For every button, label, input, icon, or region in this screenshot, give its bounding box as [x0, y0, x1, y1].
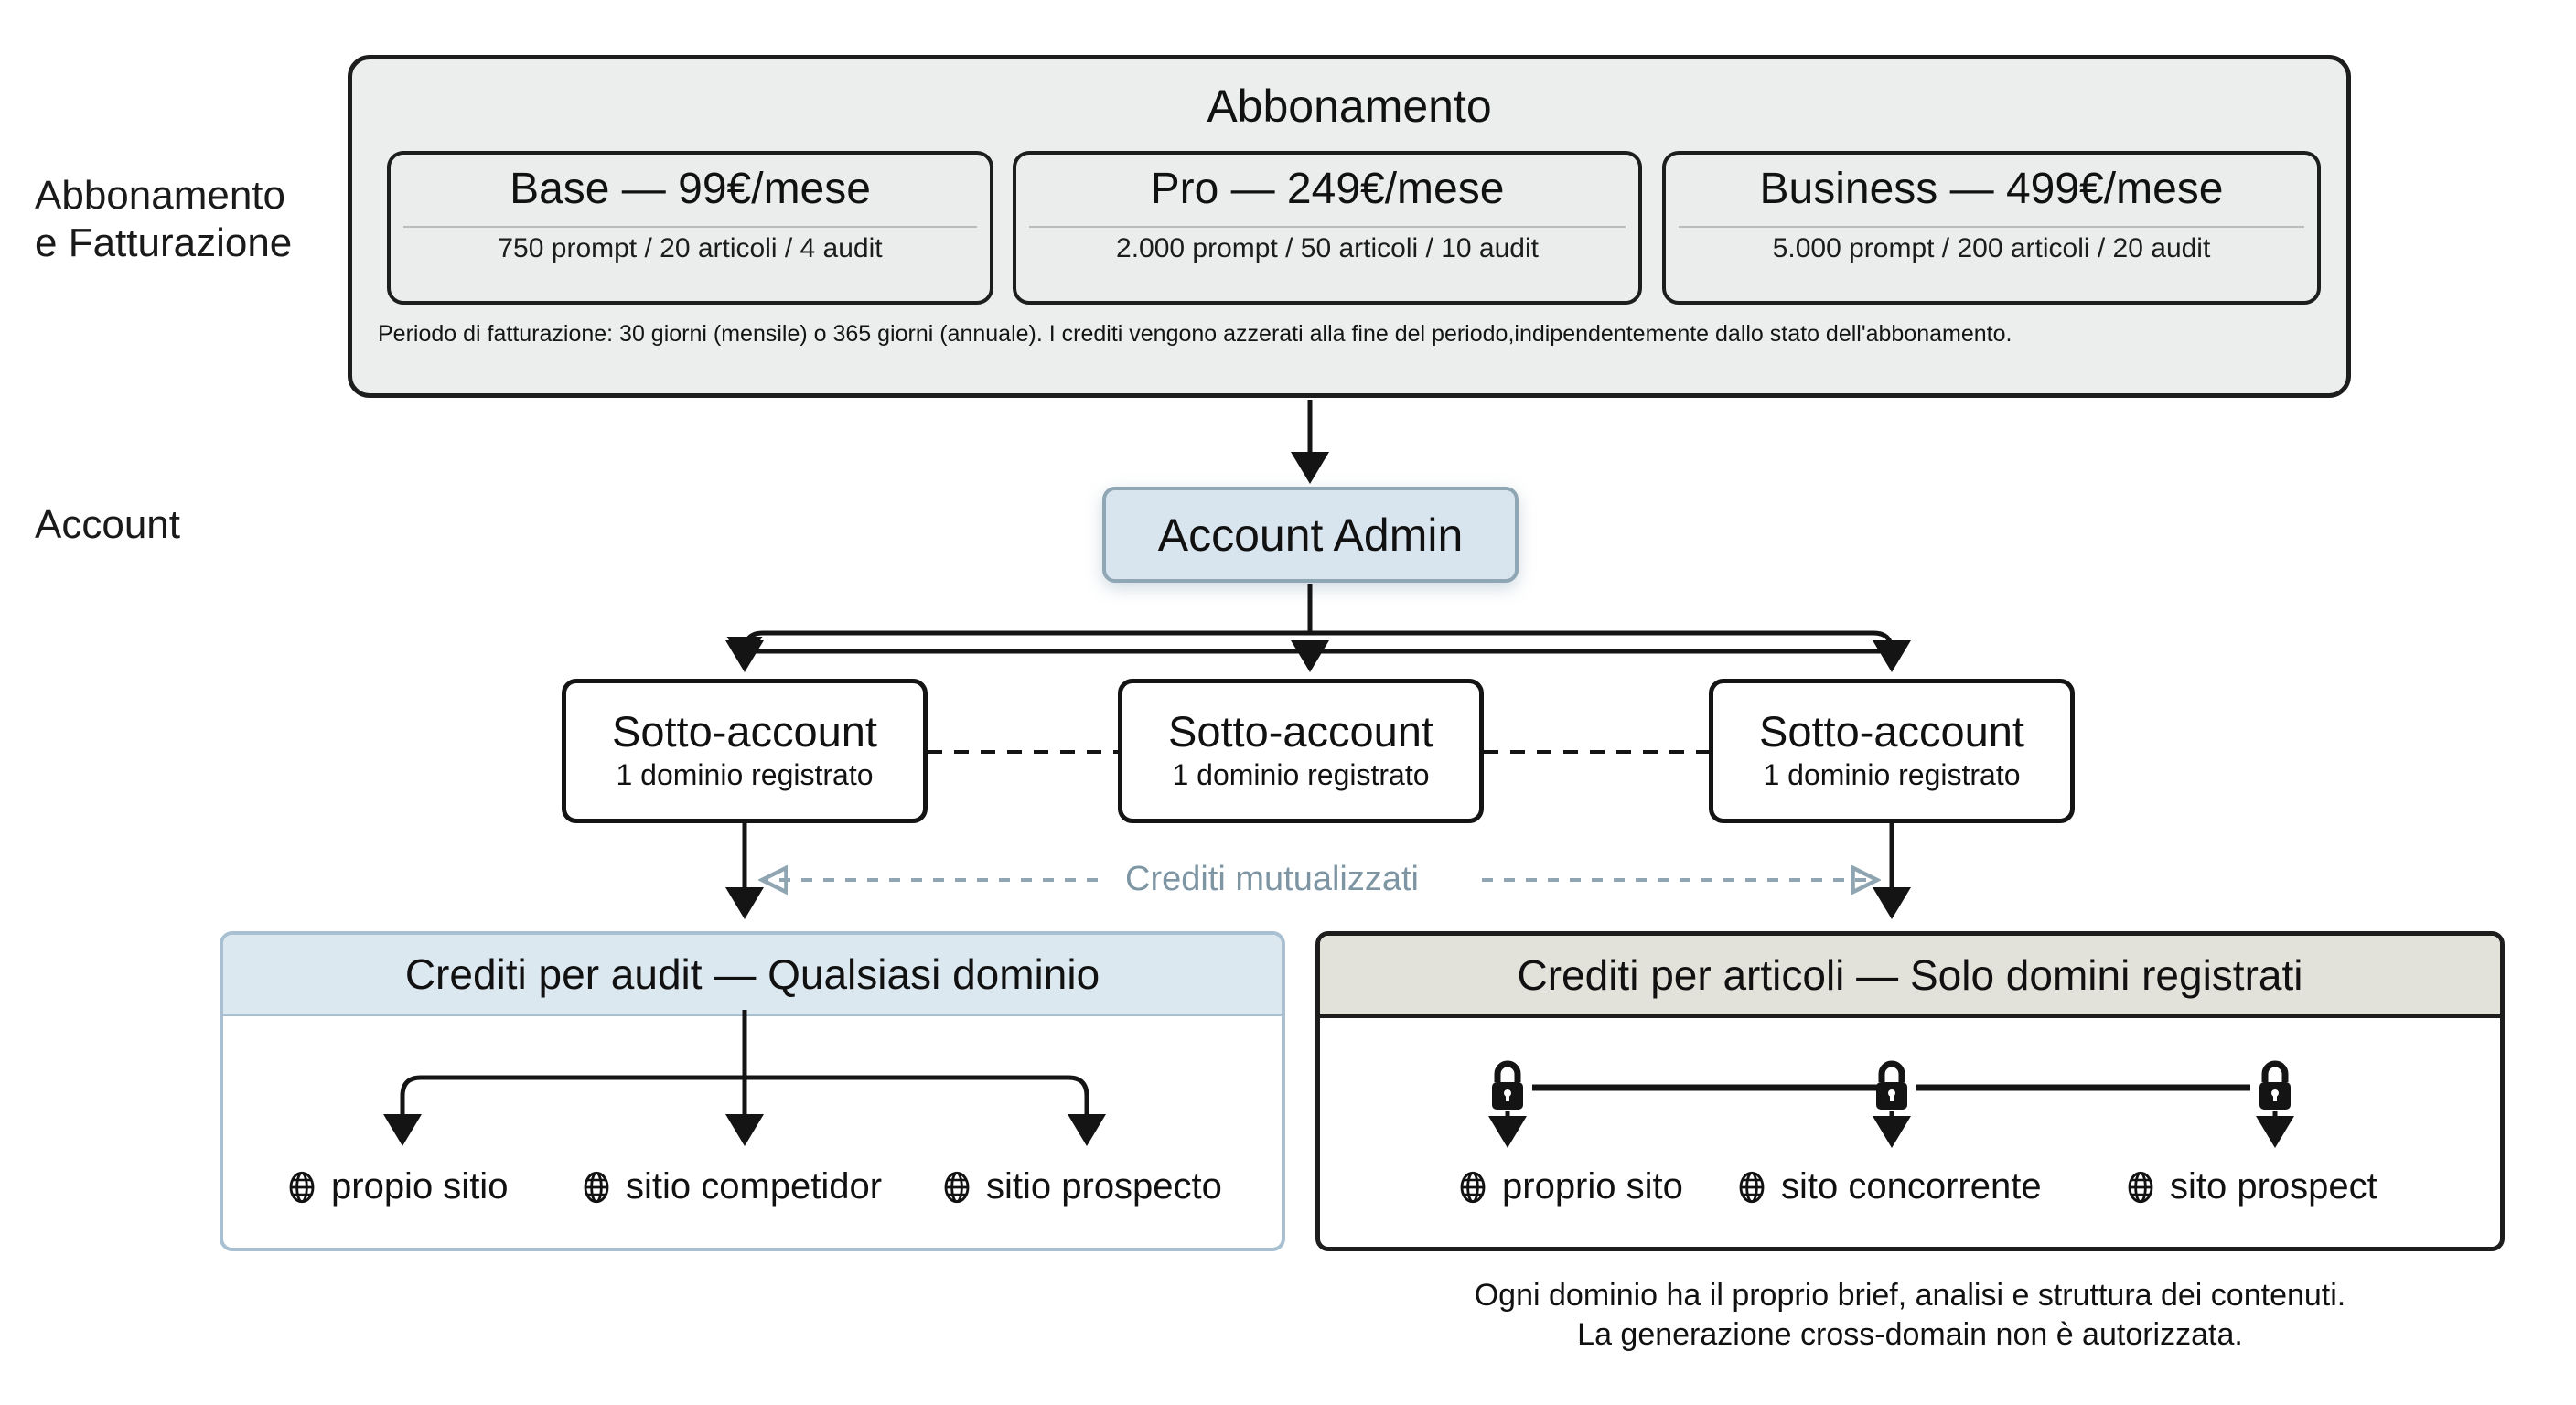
plan-divider: [403, 226, 977, 228]
globe-icon: [1739, 1171, 1765, 1203]
subaccount-title: Sotto-account: [1758, 707, 2024, 756]
plan-card-business[interactable]: Business — 499€/mese 5.000 prompt / 200 …: [1662, 151, 2321, 305]
article-site-label: sito concorrente: [1781, 1166, 2042, 1207]
globe-icon: [584, 1171, 609, 1203]
audit-site-label: sitio prospecto: [986, 1166, 1222, 1207]
subaccount-node-3[interactable]: Sotto-account 1 dominio registrato: [1709, 679, 2075, 823]
article-site-1[interactable]: proprio sito: [1454, 1166, 1683, 1207]
plan-card-pro[interactable]: Pro — 249€/mese 2.000 prompt / 50 artico…: [1013, 151, 1642, 305]
plan-detail: 5.000 prompt / 200 articoli / 20 audit: [1772, 233, 2211, 263]
plan-name: Business — 499€/mese: [1759, 165, 2224, 213]
account-admin-node[interactable]: Account Admin: [1102, 487, 1519, 583]
globe-icon: [1460, 1171, 1486, 1203]
subaccount-node-2[interactable]: Sotto-account 1 dominio registrato: [1118, 679, 1484, 823]
subaccount-title: Sotto-account: [611, 707, 877, 756]
articles-panel-header: Crediti per articoli — Solo domini regis…: [1320, 936, 2500, 1018]
article-site-label: proprio sito: [1502, 1166, 1683, 1207]
subaccount-subtitle: 1 dominio registrato: [1172, 758, 1430, 792]
plan-detail: 750 prompt / 20 articoli / 4 audit: [498, 233, 883, 263]
rail-label-account: Account: [35, 502, 180, 547]
subscription-card: Abbonamento Base — 99€/mese 750 prompt /…: [348, 55, 2351, 398]
wire-admin-to-subaccounts: [725, 584, 1911, 672]
audit-site-3[interactable]: sitio prospecto: [939, 1166, 1222, 1207]
subaccount-subtitle: 1 dominio registrato: [616, 758, 874, 792]
cross-domain-note: Ogni dominio ha il proprio brief, analis…: [1474, 1278, 2346, 1352]
plan-name: Base — 99€/mese: [510, 165, 871, 213]
article-site-2[interactable]: sito concorrente: [1733, 1166, 2042, 1207]
globe-icon: [2128, 1171, 2153, 1203]
billing-footnote: Periodo di fatturazione: 30 giorni (mens…: [378, 321, 2012, 347]
plan-card-base[interactable]: Base — 99€/mese 750 prompt / 20 articoli…: [387, 151, 993, 305]
audit-site-label: propio sitio: [331, 1166, 509, 1207]
plan-divider: [1029, 226, 1626, 228]
plan-name: Pro — 249€/mese: [1150, 165, 1505, 213]
rail-label-subscription: Abbonamento e Fatturazione: [35, 173, 293, 265]
audit-site-1[interactable]: propio sitio: [284, 1166, 508, 1207]
globe-icon: [289, 1171, 315, 1203]
article-site-3[interactable]: sito prospect: [2122, 1166, 2377, 1207]
audit-site-label: sitio competidor: [626, 1166, 883, 1207]
account-admin-label: Account Admin: [1157, 509, 1464, 561]
subaccount-subtitle: 1 dominio registrato: [1763, 758, 2021, 792]
subaccount-node-1[interactable]: Sotto-account 1 dominio registrato: [562, 679, 928, 823]
globe-icon: [944, 1171, 970, 1203]
article-site-label: sito prospect: [2170, 1166, 2377, 1207]
mutualized-credits-label: Crediti mutualizzati: [1125, 860, 1419, 898]
audit-credits-panel: Crediti per audit — Qualsiasi dominio: [220, 931, 1285, 1251]
subscription-title: Abbonamento: [1207, 80, 1492, 132]
subaccount-title: Sotto-account: [1167, 707, 1433, 756]
audit-panel-header: Crediti per audit — Qualsiasi dominio: [223, 935, 1282, 1016]
audit-site-2[interactable]: sitio competidor: [578, 1166, 882, 1207]
plan-divider: [1679, 226, 2304, 228]
plan-detail: 2.000 prompt / 50 articoli / 10 audit: [1116, 233, 1539, 263]
